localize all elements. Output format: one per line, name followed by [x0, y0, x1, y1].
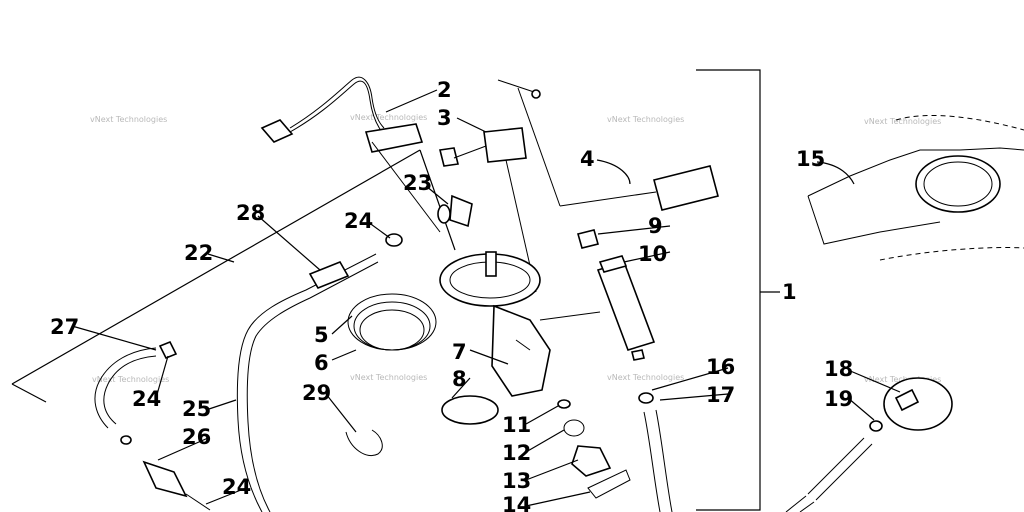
callout-label-24: 24: [132, 387, 161, 411]
part-clamp-upper: [385, 233, 403, 247]
callout-label-24: 24: [344, 209, 373, 233]
assembly-bracket: [696, 69, 780, 511]
part-clip: [345, 429, 383, 456]
callout-label-22: 22: [184, 241, 213, 265]
callout-label-25: 25: [182, 397, 211, 421]
callout-label-10: 10: [638, 242, 667, 266]
callout-label-14: 14: [502, 493, 531, 512]
callout-label-5: 5: [314, 323, 329, 347]
callout-labels: 1 2 3 4 5 6 7 8 9 10 11 12 13 14 15 16 1…: [50, 78, 853, 512]
callout-label-9: 9: [648, 214, 663, 238]
part-filler-cap: [785, 377, 953, 512]
callout-label-19: 19: [824, 387, 853, 411]
watermark: vNext Technologies: [350, 113, 427, 122]
watermarks: vNext Technologies vNext Technologies vN…: [90, 113, 941, 384]
callout-label-3: 3: [437, 106, 452, 130]
callout-label-26: 26: [182, 425, 211, 449]
callout-label-6: 6: [314, 351, 329, 375]
callout-label-28: 28: [236, 201, 265, 225]
callout-label-15: 15: [796, 147, 825, 171]
watermark: vNext Technologies: [90, 115, 167, 124]
watermark: vNext Technologies: [350, 373, 427, 382]
part-pump-housing: [439, 251, 601, 397]
callout-label-23: 23: [403, 171, 432, 195]
part-fuel-hose-upper: [236, 253, 379, 512]
callout-label-2: 2: [437, 78, 452, 102]
part-level-sensor: [497, 79, 719, 211]
part-fuel-hose-lower: [94, 340, 211, 511]
callout-label-12: 12: [502, 441, 531, 465]
watermark: vNext Technologies: [607, 115, 684, 124]
watermark: vNext Technologies: [864, 117, 941, 126]
part-connector-bracket: [439, 127, 537, 293]
watermark: vNext Technologies: [92, 375, 169, 384]
sub-assembly-outline: [11, 149, 456, 403]
callout-label-1: 1: [782, 280, 797, 304]
callout-label-11: 11: [502, 413, 531, 437]
part-wiring-harness: [260, 76, 441, 233]
callout-label-17: 17: [706, 383, 735, 407]
part-seal-rings: [347, 293, 437, 351]
callout-label-16: 16: [706, 355, 735, 379]
part-hose-clamp: [441, 395, 499, 425]
callout-label-4: 4: [580, 147, 595, 171]
part-tank-gasket: [807, 114, 1024, 261]
leader-lines: [71, 89, 901, 507]
callout-label-27: 27: [50, 315, 79, 339]
callout-label-24: 24: [222, 475, 251, 499]
watermark: vNext Technologies: [864, 375, 941, 384]
part-elbow-fitting: [437, 194, 473, 228]
callout-label-7: 7: [452, 340, 467, 364]
part-pump-motor: [577, 229, 656, 361]
part-seals-strainer: [557, 399, 631, 499]
callout-label-13: 13: [502, 469, 531, 493]
watermark: vNext Technologies: [607, 373, 684, 382]
callout-label-29: 29: [302, 381, 331, 405]
callout-label-18: 18: [824, 357, 853, 381]
part-outlet-hose: [638, 392, 673, 512]
callout-label-8: 8: [452, 367, 467, 391]
